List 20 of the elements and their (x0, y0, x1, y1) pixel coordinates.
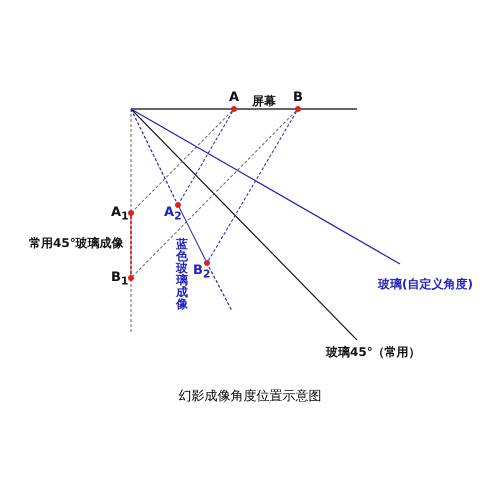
point-marker (293, 91, 303, 112)
point-label: A (229, 91, 240, 105)
connector-line (132, 110, 296, 276)
connector-line (178, 207, 206, 261)
point-label: A$_{2}$ (164, 206, 182, 224)
text-label: 常用45°玻璃成像 (29, 236, 124, 250)
point-label: B (293, 91, 303, 105)
text-label: 玻璃(自定义角度) (378, 277, 473, 291)
point-marker (229, 91, 239, 112)
point-label: B$_{2}$ (193, 264, 210, 282)
diagram-title: 幻影成像角度位置示意图 (178, 390, 322, 404)
connector-line (179, 111, 233, 203)
point-label: A$_{1}$ (111, 206, 129, 224)
vertical-label: 蓝色玻璃成像 (176, 238, 189, 310)
text-label: 玻璃45°（常用） (326, 345, 421, 359)
point-label: B$_{1}$ (111, 271, 128, 289)
text-label: 屏幕 (252, 94, 276, 108)
connector-line (132, 110, 232, 212)
connector-line (130, 216, 132, 275)
connector-line (208, 111, 297, 261)
